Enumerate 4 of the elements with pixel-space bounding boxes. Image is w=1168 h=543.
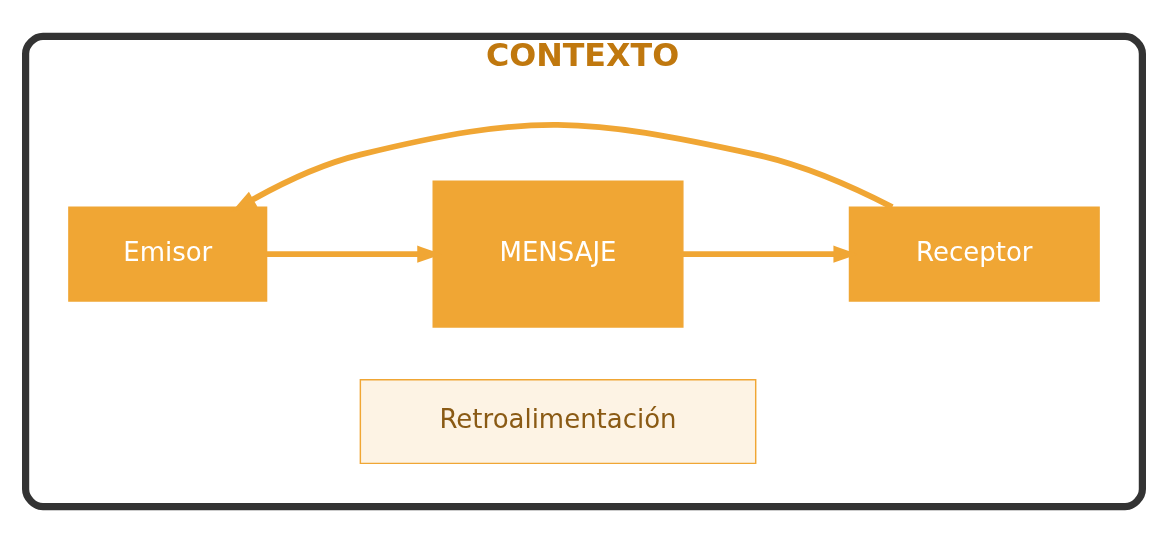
node-box: MENSAJE (432, 180, 684, 328)
node-box: Retroalimentación (359, 379, 757, 465)
node-box: Receptor (848, 206, 1100, 302)
node-box: Emisor (68, 206, 268, 302)
